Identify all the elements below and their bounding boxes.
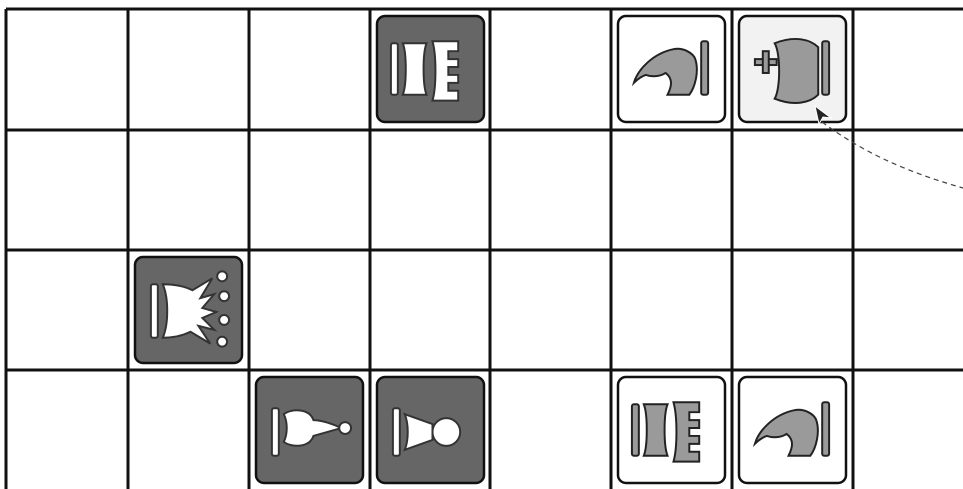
dark-bishop[interactable] — [256, 377, 363, 483]
cursor-trail — [822, 122, 963, 188]
dark-queen[interactable] — [135, 257, 242, 363]
light-knight-2[interactable] — [739, 377, 846, 483]
light-rook[interactable] — [618, 377, 725, 483]
light-knight[interactable] — [618, 16, 725, 122]
light-king[interactable] — [739, 16, 846, 122]
dark-rook[interactable] — [377, 16, 484, 122]
dark-pawn[interactable] — [377, 377, 484, 483]
